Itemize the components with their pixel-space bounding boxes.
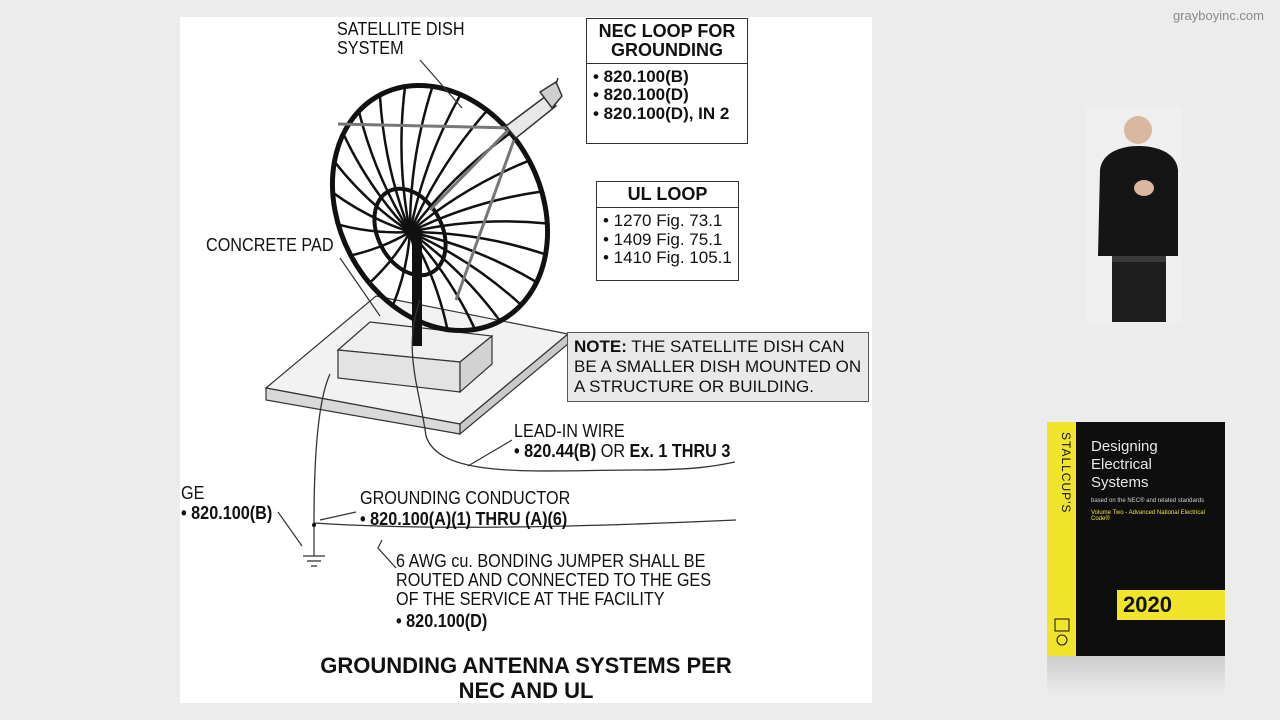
dish-rib	[409, 190, 542, 234]
grounding-conductor-ref: • 820.100(A)(1) THRU (A)(6)	[360, 509, 568, 529]
lead-in-wire	[411, 299, 736, 472]
note-text: THE SATELLITE DISH CAN BE A SMALLER DISH…	[574, 337, 862, 397]
dish-rib	[400, 86, 412, 233]
grounding-conductor-label: GROUNDING CONDUCTOR	[360, 488, 571, 508]
lead-in-wire-ref: • 820.44(B) OR Ex. 1 THRU 3	[514, 441, 731, 461]
dish-rib	[409, 220, 548, 234]
dish-rib	[378, 94, 412, 233]
dish-rib	[350, 230, 411, 257]
mast	[412, 230, 422, 346]
nec-loop-item: • 820.100(B)	[593, 66, 689, 86]
ul-loop-title: UL LOOP	[597, 182, 738, 208]
dish-rib	[409, 230, 538, 284]
dish-rib	[331, 191, 411, 234]
ge-ref: • 820.100(B)	[181, 503, 273, 523]
dish-rib	[391, 231, 412, 307]
dish-rib	[408, 86, 434, 233]
dish-rib	[337, 223, 411, 234]
leader-lines	[277, 59, 513, 569]
note-box: NOTE: THE SATELLITE DISH CAN BE A SMALLE…	[567, 332, 869, 402]
dish-rib	[368, 231, 412, 284]
dish-rib	[409, 231, 477, 330]
book-volume: Volume Two - Advanced National Electrica…	[1091, 510, 1205, 522]
ul-loop-item: • 1410 Fig. 105.1	[603, 248, 732, 268]
bonding-jumper-label: 6 AWG cu. BONDING JUMPER SHALL BE ROUTED…	[396, 551, 712, 609]
dish-rib	[333, 160, 411, 234]
note-prefix: NOTE:	[574, 337, 627, 356]
dish-rib	[408, 231, 449, 330]
dish-rib	[408, 131, 512, 233]
feed-horn	[504, 77, 563, 140]
bonding-jumper-ref: • 820.100(D)	[396, 611, 488, 631]
dish-rib	[408, 93, 462, 233]
dish-rib	[408, 109, 489, 233]
dish-rib	[408, 231, 422, 322]
book-subtitle: based on the NEC® and related standards	[1091, 498, 1205, 504]
presenter-icon	[1086, 106, 1182, 324]
ground-symbol	[303, 555, 325, 567]
nec-loop-item: • 820.100(D), IN 2	[593, 104, 730, 124]
book-spine-text: STALLCUP'S	[1059, 432, 1073, 514]
grounding-conductor	[313, 373, 737, 528]
ul-loop-item: • 1270 Fig. 73.1	[603, 210, 723, 230]
ul-loop-box: UL LOOP • 1270 Fig. 73.1 • 1409 Fig. 75.…	[596, 181, 739, 281]
concrete-pad-label: CONCRETE PAD	[206, 235, 334, 255]
publisher-logo-icon	[1054, 618, 1070, 648]
dish-rib	[342, 133, 411, 233]
watermark: grayboyinc.com	[1172, 8, 1264, 23]
satellite-dish	[329, 82, 551, 334]
ge-label: GE	[181, 483, 205, 503]
dish-rib	[409, 230, 502, 322]
book-year: 2020	[1117, 590, 1225, 620]
dish-rib	[409, 159, 530, 233]
book-spine	[1047, 422, 1076, 656]
ul-loop-item: • 1409 Fig. 75.1	[603, 229, 723, 249]
nec-loop-item: • 820.100(D)	[593, 85, 689, 105]
lead-in-wire-label: LEAD-IN WIRE	[514, 421, 625, 441]
book-reflection	[1047, 656, 1225, 696]
